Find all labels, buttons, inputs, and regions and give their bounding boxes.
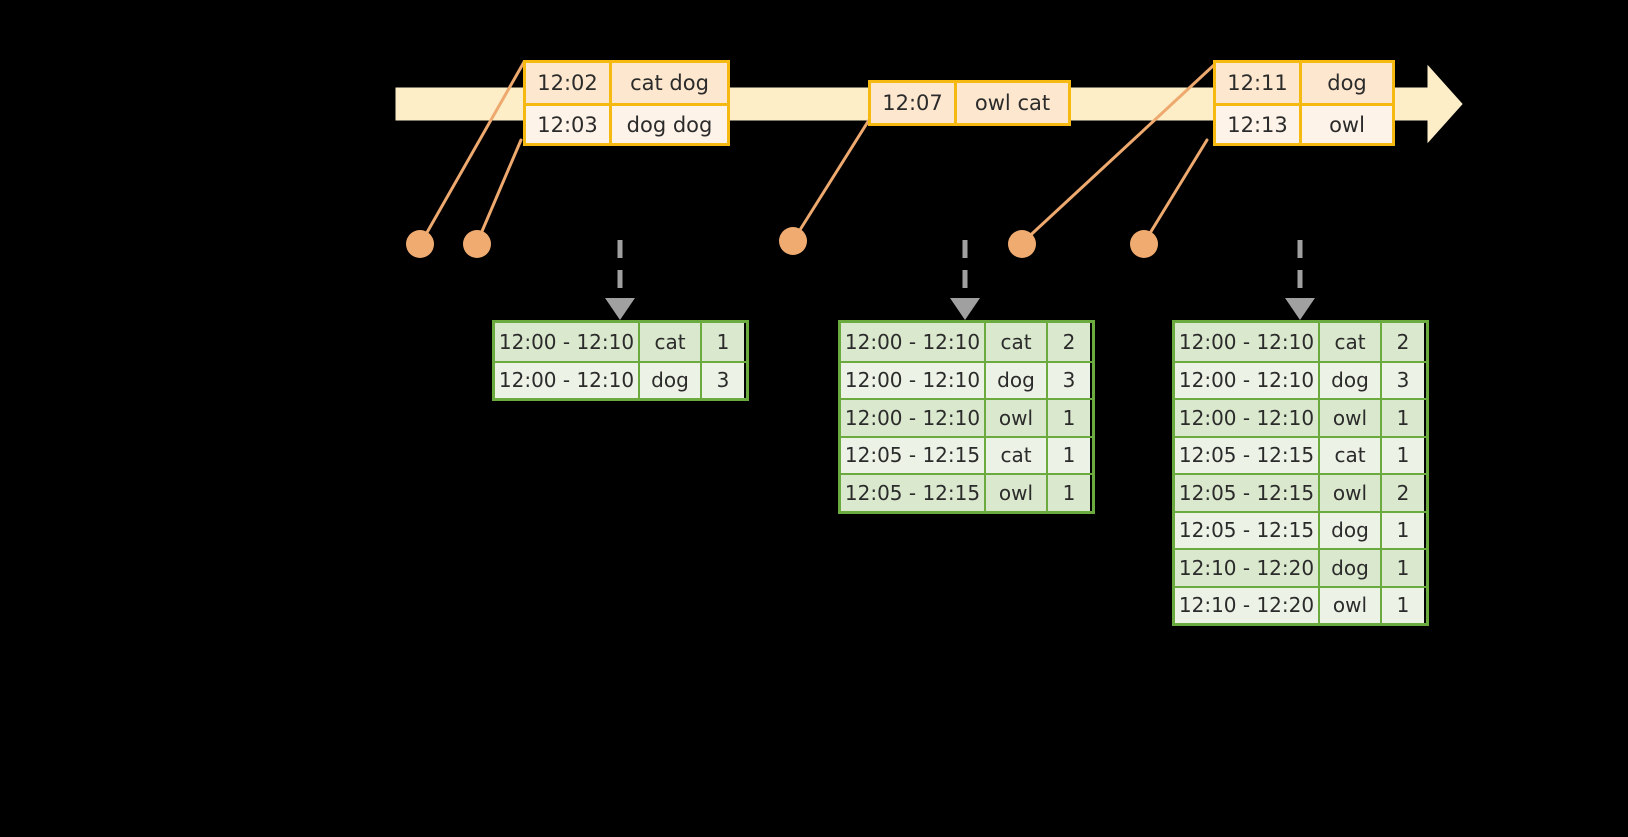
count-cell: 1	[1048, 400, 1090, 436]
table-row[interactable]: 12:00 - 12:10 dog 3	[841, 360, 1092, 398]
event-row[interactable]: 12:07 owl cat	[871, 83, 1068, 123]
word-cell: owl	[1320, 587, 1382, 623]
window-cell: 12:05 - 12:15	[841, 437, 986, 473]
event-dot-1	[406, 230, 434, 258]
count-cell: 1	[1048, 437, 1090, 473]
event-dot-2	[463, 230, 491, 258]
connector-line-2	[475, 138, 523, 245]
window-cell: 12:00 - 12:10	[495, 362, 640, 398]
table-row[interactable]: 12:05 - 12:15 cat 1	[841, 435, 1092, 473]
word-cell: cat	[640, 323, 702, 361]
emit-arrows	[605, 240, 1315, 320]
table-row[interactable]: 12:05 - 12:15 owl 1	[841, 473, 1092, 511]
window-cell: 12:10 - 12:20	[1175, 587, 1320, 623]
event-dot-3	[779, 227, 807, 255]
event-group-1[interactable]: 12:02 cat dog 12:03 dog dog	[523, 60, 730, 146]
event-words: owl cat	[957, 83, 1068, 123]
event-row[interactable]: 12:13 owl	[1216, 103, 1392, 143]
emit-arrow-head-3	[1285, 298, 1315, 320]
event-time: 12:13	[1216, 106, 1302, 143]
event-time: 12:03	[526, 106, 612, 143]
result-table-1[interactable]: 12:00 - 12:10 cat 1 12:00 - 12:10 dog 3	[492, 320, 749, 401]
word-cell: cat	[1320, 323, 1382, 361]
window-cell: 12:00 - 12:10	[841, 400, 986, 436]
table-row[interactable]: 12:10 - 12:20 dog 1	[1175, 548, 1426, 586]
word-cell: owl	[1320, 475, 1382, 511]
window-cell: 12:05 - 12:15	[1175, 437, 1320, 473]
event-group-2[interactable]: 12:07 owl cat	[868, 80, 1071, 126]
word-cell: dog	[1320, 362, 1382, 398]
word-cell: dog	[1320, 550, 1382, 586]
event-row[interactable]: 12:03 dog dog	[526, 103, 727, 143]
word-cell: cat	[986, 323, 1048, 361]
word-cell: owl	[986, 400, 1048, 436]
count-cell: 2	[1382, 323, 1424, 361]
count-cell: 3	[1382, 362, 1424, 398]
count-cell: 2	[1048, 323, 1090, 361]
window-cell: 12:00 - 12:10	[841, 323, 986, 361]
window-cell: 12:05 - 12:15	[1175, 512, 1320, 548]
window-cell: 12:00 - 12:10	[1175, 323, 1320, 361]
count-cell: 1	[1382, 400, 1424, 436]
event-time: 12:02	[526, 63, 612, 103]
event-words: cat dog	[612, 63, 727, 103]
connector-line-3	[791, 118, 871, 243]
connector-line-5	[1142, 138, 1209, 245]
event-row[interactable]: 12:11 dog	[1216, 63, 1392, 103]
event-time: 12:07	[871, 83, 957, 123]
window-cell: 12:00 - 12:10	[495, 323, 640, 361]
window-cell: 12:00 - 12:10	[1175, 400, 1320, 436]
table-row[interactable]: 12:05 - 12:15 cat 1	[1175, 435, 1426, 473]
table-row[interactable]: 12:00 - 12:10 cat 1	[495, 323, 746, 361]
table-row[interactable]: 12:00 - 12:10 owl 1	[841, 398, 1092, 436]
word-cell: cat	[1320, 437, 1382, 473]
connector-line-1	[419, 60, 526, 245]
event-dot-5	[1130, 230, 1158, 258]
word-cell: dog	[640, 362, 702, 398]
word-cell: dog	[1320, 512, 1382, 548]
result-table-3[interactable]: 12:00 - 12:10 cat 2 12:00 - 12:10 dog 3 …	[1172, 320, 1429, 626]
window-cell: 12:05 - 12:15	[1175, 475, 1320, 511]
count-cell: 1	[1048, 475, 1090, 511]
event-dots	[406, 227, 1158, 258]
table-row[interactable]: 12:10 - 12:20 owl 1	[1175, 585, 1426, 623]
emit-arrow-head-1	[605, 298, 635, 320]
word-cell: owl	[1320, 400, 1382, 436]
event-words: dog dog	[612, 106, 727, 143]
event-time: 12:11	[1216, 63, 1302, 103]
count-cell: 1	[702, 323, 744, 361]
window-cell: 12:00 - 12:10	[841, 362, 986, 398]
result-table-2[interactable]: 12:00 - 12:10 cat 2 12:00 - 12:10 dog 3 …	[838, 320, 1095, 514]
table-row[interactable]: 12:05 - 12:15 dog 1	[1175, 510, 1426, 548]
table-row[interactable]: 12:00 - 12:10 cat 2	[1175, 323, 1426, 361]
table-row[interactable]: 12:05 - 12:15 owl 2	[1175, 473, 1426, 511]
event-words: owl	[1302, 106, 1392, 143]
count-cell: 3	[702, 362, 744, 398]
count-cell: 1	[1382, 587, 1424, 623]
table-row[interactable]: 12:00 - 12:10 owl 1	[1175, 398, 1426, 436]
emit-arrow-head-2	[950, 298, 980, 320]
event-row[interactable]: 12:02 cat dog	[526, 63, 727, 103]
table-row[interactable]: 12:00 - 12:10 dog 3	[1175, 360, 1426, 398]
count-cell: 1	[1382, 550, 1424, 586]
word-cell: dog	[986, 362, 1048, 398]
count-cell: 1	[1382, 512, 1424, 548]
window-cell: 12:10 - 12:20	[1175, 550, 1320, 586]
table-row[interactable]: 12:00 - 12:10 dog 3	[495, 360, 746, 398]
window-cell: 12:00 - 12:10	[1175, 362, 1320, 398]
word-cell: cat	[986, 437, 1048, 473]
word-cell: owl	[986, 475, 1048, 511]
count-cell: 1	[1382, 437, 1424, 473]
count-cell: 3	[1048, 362, 1090, 398]
event-dot-4	[1008, 230, 1036, 258]
window-cell: 12:05 - 12:15	[841, 475, 986, 511]
table-row[interactable]: 12:00 - 12:10 cat 2	[841, 323, 1092, 361]
event-words: dog	[1302, 63, 1392, 103]
count-cell: 2	[1382, 475, 1424, 511]
event-group-3[interactable]: 12:11 dog 12:13 owl	[1213, 60, 1395, 146]
